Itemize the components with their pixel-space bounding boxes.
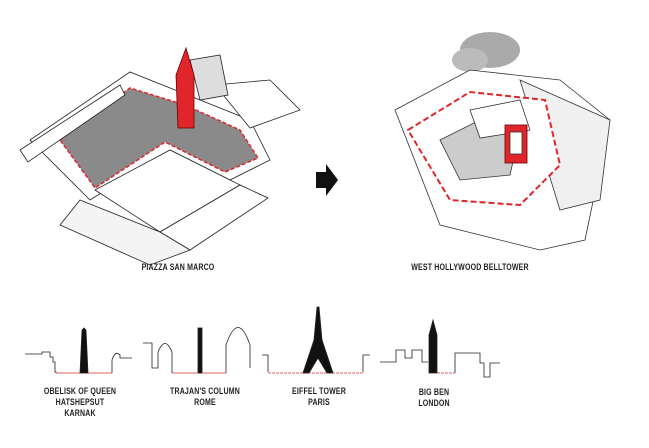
- skyline-trajans-column: [143, 327, 251, 374]
- arrow-icon: [316, 164, 338, 196]
- label-west-hollywood-belltower: WEST HOLLYWOOD BELLTOWER: [411, 262, 529, 272]
- landmark-label-obelisk: OBELISK OF QUEEN HATSHEPSUT KARNAK: [33, 386, 127, 419]
- label-piazza-san-marco: PIAZZA SAN MARCO: [141, 262, 215, 272]
- skyline-eiffel-tower: [262, 306, 370, 374]
- landmark-label-trajans-column: TRAJAN'S COLUMN ROME: [166, 386, 244, 408]
- landmark-place: KARNAK: [64, 408, 96, 418]
- west-hollywood-belltower-drawing: [394, 32, 611, 251]
- skyline-big-ben: [380, 318, 500, 378]
- landmark-place: LONDON: [418, 398, 450, 408]
- landmark-label-big-ben: BIG BEN LONDON: [395, 387, 473, 409]
- landmark-place: PARIS: [308, 397, 330, 407]
- landmark-name: TRAJAN'S COLUMN: [170, 386, 240, 396]
- landmark-label-eiffel-tower: EIFFEL TOWER PARIS: [280, 386, 358, 408]
- skyline-obelisk: [25, 327, 132, 374]
- piazza-san-marco-drawing: [19, 46, 301, 266]
- landmark-place: ROME: [194, 397, 216, 407]
- landmark-name: EIFFEL TOWER: [292, 386, 346, 396]
- landmark-name: OBELISK OF QUEEN HATSHEPSUT: [43, 386, 117, 407]
- landmark-name: BIG BEN: [418, 387, 450, 397]
